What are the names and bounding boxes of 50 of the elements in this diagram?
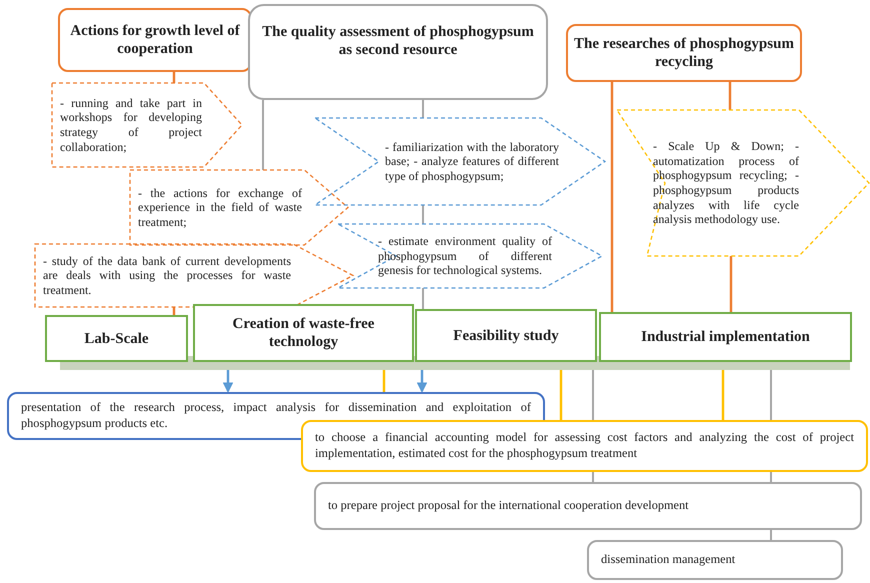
connector-line	[422, 288, 424, 309]
connector-line	[172, 72, 176, 83]
body-text: to choose a financial accounting model for assessing cost factors and analyzing the cost of project implementation, estimated cost for the phosphogypsum treatment	[314, 430, 855, 462]
text-box	[301, 420, 868, 472]
connector-line	[728, 82, 732, 110]
heading-box	[193, 304, 414, 362]
connector-line	[770, 530, 772, 540]
body-text: to prepare project proposal for the international cooperation development	[327, 498, 690, 514]
connector-line	[422, 205, 424, 224]
heading-box	[599, 312, 852, 362]
body-text: - study of the data bank of current developments are deals with using the processes for waste treatment.	[42, 254, 292, 298]
connector-line	[382, 370, 386, 392]
connector-line	[262, 100, 264, 170]
heading-text: Actions for growth level of cooperation	[69, 22, 241, 59]
heading-box	[45, 315, 188, 362]
body-text: - the actions for exchange of experience in the field of waste treatment;	[137, 186, 303, 230]
connector-line	[770, 370, 772, 420]
body-text: - Scale Up & Down; - automatization process of phosphogypsum recycling; - phosphogypsum products analyzes with life cycle analysis methodology use.	[652, 139, 800, 227]
heading-box	[248, 4, 548, 100]
heading-text: Creation of waste-free technology	[232, 315, 376, 351]
text-box	[314, 482, 862, 530]
body-text: dissemination management	[600, 552, 736, 568]
connector-line	[610, 82, 614, 312]
connector-line	[730, 256, 732, 312]
heading-box	[566, 24, 802, 82]
arrow	[222, 370, 234, 392]
connector-line	[422, 100, 424, 118]
heading-box	[58, 8, 252, 72]
dashed-arrow-box	[130, 170, 348, 245]
connector-line	[560, 370, 562, 420]
heading-text: The researches of phosphogypsum recycling	[573, 35, 795, 71]
dashed-arrow-box	[338, 224, 602, 288]
connector-line	[592, 472, 594, 482]
dashed-arrow-box	[315, 118, 605, 205]
body-text: presentation of the research process, impact analysis for dissemination and exploitation of phosphogypsum products etc.	[20, 400, 532, 432]
dashed-arrow-box	[617, 110, 869, 256]
heading-text: Feasibility study	[452, 326, 560, 344]
dashed-arrow-box	[52, 83, 242, 167]
heading-text: The quality assessment of phosphogypsum as second resource	[261, 23, 535, 60]
body-text: - estimate environment quality of phosphogypsum of different genesis for technological systems.	[377, 234, 553, 278]
body-text: - familiarization with the laboratory base; - analyze features of different type of phosphogypsum;	[384, 140, 560, 184]
heading-text: Lab-Scale	[83, 330, 150, 348]
text-box	[587, 540, 843, 580]
connector-line	[770, 472, 772, 482]
heading-box	[415, 309, 597, 362]
arrow	[416, 370, 428, 392]
connector-line	[722, 370, 724, 420]
connector-line	[592, 370, 594, 420]
heading-text: Industrial implementation	[640, 328, 811, 346]
body-text: - running and take part in workshops for developing strategy of project collaboration;	[59, 96, 203, 154]
